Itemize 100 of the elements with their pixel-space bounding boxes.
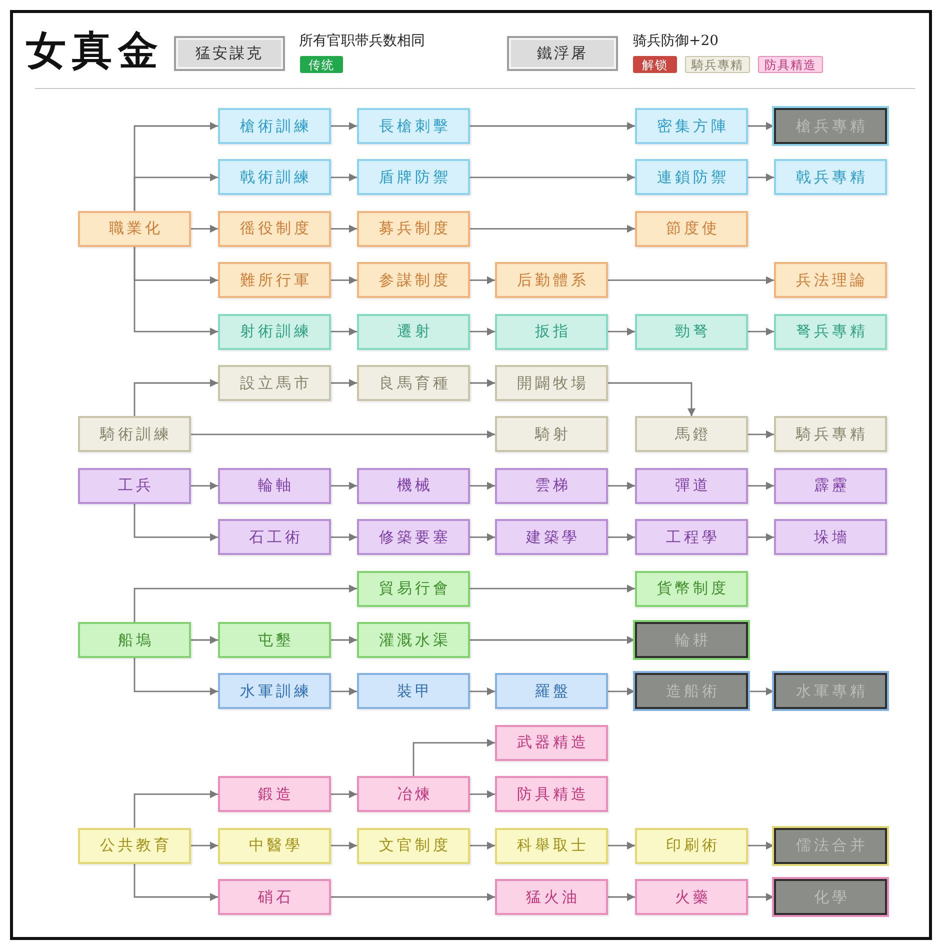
unit-button: 猛安謀克 xyxy=(174,36,285,71)
tech-box xyxy=(635,828,748,864)
tech-box xyxy=(495,776,608,812)
tech-name: 裝甲 xyxy=(396,682,433,701)
arrow xyxy=(748,842,774,850)
tech-box xyxy=(774,416,887,452)
tech-name: 戟術訓練 xyxy=(239,168,312,187)
tech-name: 灌溉水渠 xyxy=(378,630,451,650)
tech-box xyxy=(357,622,470,658)
arrow xyxy=(134,504,218,542)
arrow xyxy=(331,122,357,130)
tech-name: 遷射 xyxy=(396,322,433,342)
unit-button: 鐵浮屠 xyxy=(507,36,618,71)
tech-box xyxy=(357,108,470,144)
tech-name: 火藥 xyxy=(674,888,711,906)
arrow xyxy=(608,482,635,490)
tech-box xyxy=(357,570,470,607)
tech-box xyxy=(635,210,748,247)
tech-name: 募兵制度 xyxy=(378,219,451,238)
tech-box xyxy=(495,365,608,401)
tech-name: 武器精造 xyxy=(516,733,589,752)
arrow xyxy=(331,636,357,644)
tech-box xyxy=(635,519,748,556)
tech-box xyxy=(635,416,748,452)
tech-box xyxy=(218,314,331,350)
arrow xyxy=(748,173,774,182)
arrow xyxy=(134,658,218,696)
arrow xyxy=(331,379,357,387)
arrow xyxy=(470,224,635,233)
title: 女真金 xyxy=(26,26,164,76)
arrow xyxy=(191,482,218,490)
arrow xyxy=(748,893,774,901)
tech-box xyxy=(635,570,748,607)
tech-box xyxy=(774,314,887,350)
tech-box xyxy=(495,416,608,452)
tech-box xyxy=(495,673,608,710)
tech-name: 良馬育種 xyxy=(378,374,451,392)
arrow xyxy=(331,893,495,901)
tech-box xyxy=(78,468,191,504)
arrow xyxy=(412,738,495,776)
arrow xyxy=(608,687,635,696)
tech-name: 射術訓練 xyxy=(239,322,312,342)
tech-name: 騎術訓練 xyxy=(98,424,172,444)
arrow xyxy=(470,328,495,336)
status-tag: 騎兵專精 xyxy=(685,56,750,73)
tech-name: 参謀制度 xyxy=(378,270,451,290)
tech-box xyxy=(218,159,331,196)
tech-box xyxy=(495,519,608,556)
tech-box xyxy=(218,519,331,556)
tech-name: 工兵 xyxy=(117,476,154,496)
status-tag: 防具精造 xyxy=(758,56,823,73)
tech-name: 貨幣制度 xyxy=(656,579,729,598)
tech-name: 扳指 xyxy=(534,322,571,342)
tech-box xyxy=(218,108,331,144)
tech-name: 難所行軍 xyxy=(239,270,312,290)
tech-name: 羅盤 xyxy=(534,682,571,701)
arrow xyxy=(470,276,495,284)
tech-box xyxy=(78,210,191,247)
tech-name: 硝石 xyxy=(257,888,294,906)
tech-name: 騎射 xyxy=(534,424,571,444)
arrow xyxy=(470,482,495,490)
tech-box xyxy=(218,673,331,710)
tech-box xyxy=(774,468,887,504)
tech-box xyxy=(218,622,331,658)
tech-name: 科舉取士 xyxy=(516,836,589,856)
arrow xyxy=(331,328,357,336)
tech-box xyxy=(78,828,191,864)
arrow xyxy=(470,173,635,182)
tech-box xyxy=(635,314,748,350)
tech-box xyxy=(218,879,331,915)
locked-tech-box xyxy=(774,108,887,144)
tech-box xyxy=(357,828,470,864)
arrow xyxy=(191,842,218,850)
arrow xyxy=(470,687,495,696)
tech-name: 密集方陣 xyxy=(656,116,729,136)
tech-box xyxy=(218,776,331,812)
tech-name: 設立馬市 xyxy=(239,374,312,392)
arrow xyxy=(191,224,218,233)
tech-box xyxy=(357,673,470,710)
tech-name: 弩兵專精 xyxy=(795,322,868,342)
tech-box xyxy=(218,468,331,504)
tech-name: 騎兵專精 xyxy=(794,424,868,444)
tech-box xyxy=(774,262,887,298)
arrow xyxy=(331,533,357,542)
description-text: 所有官职带兵数相同 xyxy=(299,32,425,50)
arrow xyxy=(470,122,635,130)
tech-name: 冶煉 xyxy=(396,784,433,804)
tech-box xyxy=(774,159,887,196)
tech-name: 槍術訓練 xyxy=(239,116,312,136)
tech-name: 修築要塞 xyxy=(378,528,451,547)
tech-name: 節度使 xyxy=(665,219,720,238)
arrow xyxy=(331,276,357,284)
tech-name: 貿易行會 xyxy=(378,579,451,598)
tech-name: 雲梯 xyxy=(534,476,571,496)
tech-name: 船塢 xyxy=(117,630,154,650)
arrow xyxy=(470,636,635,644)
tech-box xyxy=(495,828,608,864)
arrow xyxy=(134,379,218,416)
arrow xyxy=(331,224,357,233)
arrow xyxy=(608,893,635,901)
